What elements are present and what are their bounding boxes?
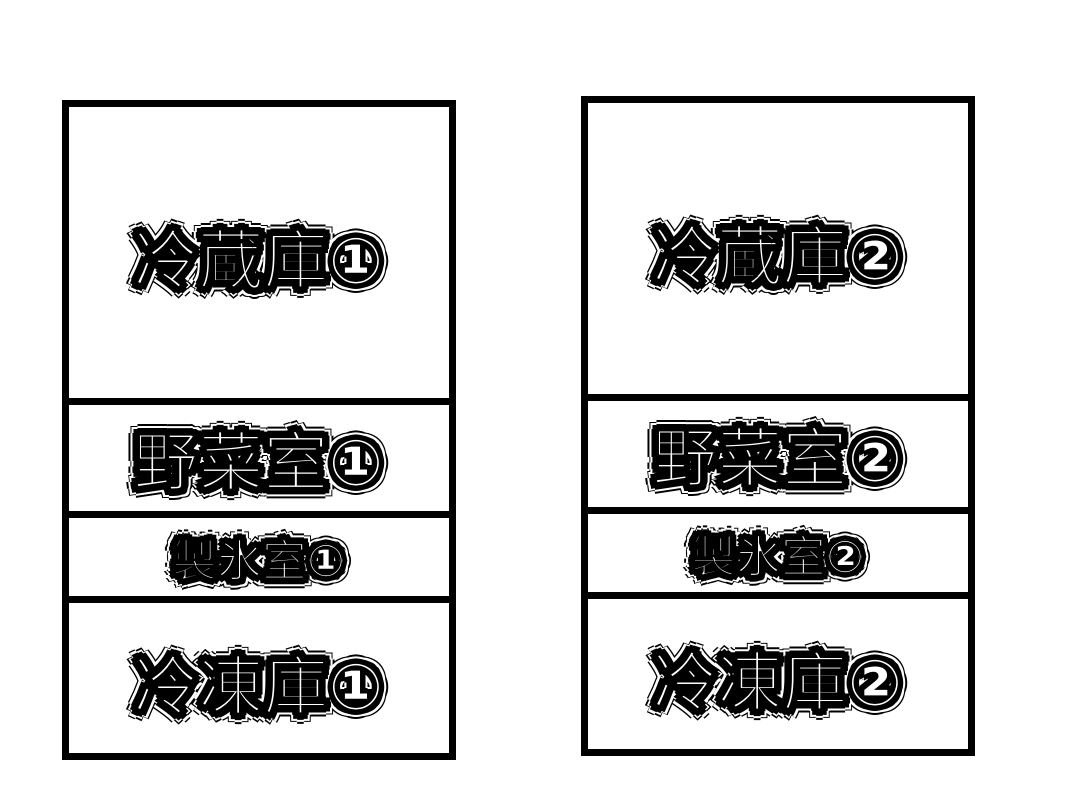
fridge-1: 冷蔵庫① 野菜室① 製氷室① 冷凍庫① (62, 100, 456, 760)
vegetable-compartment-2: 野菜室② (588, 394, 968, 507)
refrigerator-label-2: 冷蔵庫② (652, 221, 904, 296)
ice-compartment-2: 製氷室② (588, 507, 968, 592)
refrigerator-label-1: 冷蔵庫① (133, 225, 385, 300)
refrigerator-compartment-2: 冷蔵庫② (588, 103, 968, 401)
vegetable-label-1: 野菜室① (133, 427, 385, 502)
freezer-label-1: 冷凍庫① (133, 650, 385, 725)
ice-compartment-1: 製氷室① (69, 511, 449, 596)
refrigerator-compartment-1: 冷蔵庫① (69, 107, 449, 405)
ice-label-1: 製氷室① (172, 536, 346, 588)
vegetable-compartment-1: 野菜室① (69, 398, 449, 511)
ice-label-2: 製氷室② (691, 532, 865, 584)
freezer-compartment-1: 冷凍庫① (69, 596, 449, 760)
vegetable-label-2: 野菜室② (652, 423, 904, 498)
fridge-2: 冷蔵庫② 野菜室② 製氷室② 冷凍庫② (581, 96, 975, 756)
freezer-compartment-2: 冷凍庫② (588, 592, 968, 756)
freezer-label-2: 冷凍庫② (652, 646, 904, 721)
